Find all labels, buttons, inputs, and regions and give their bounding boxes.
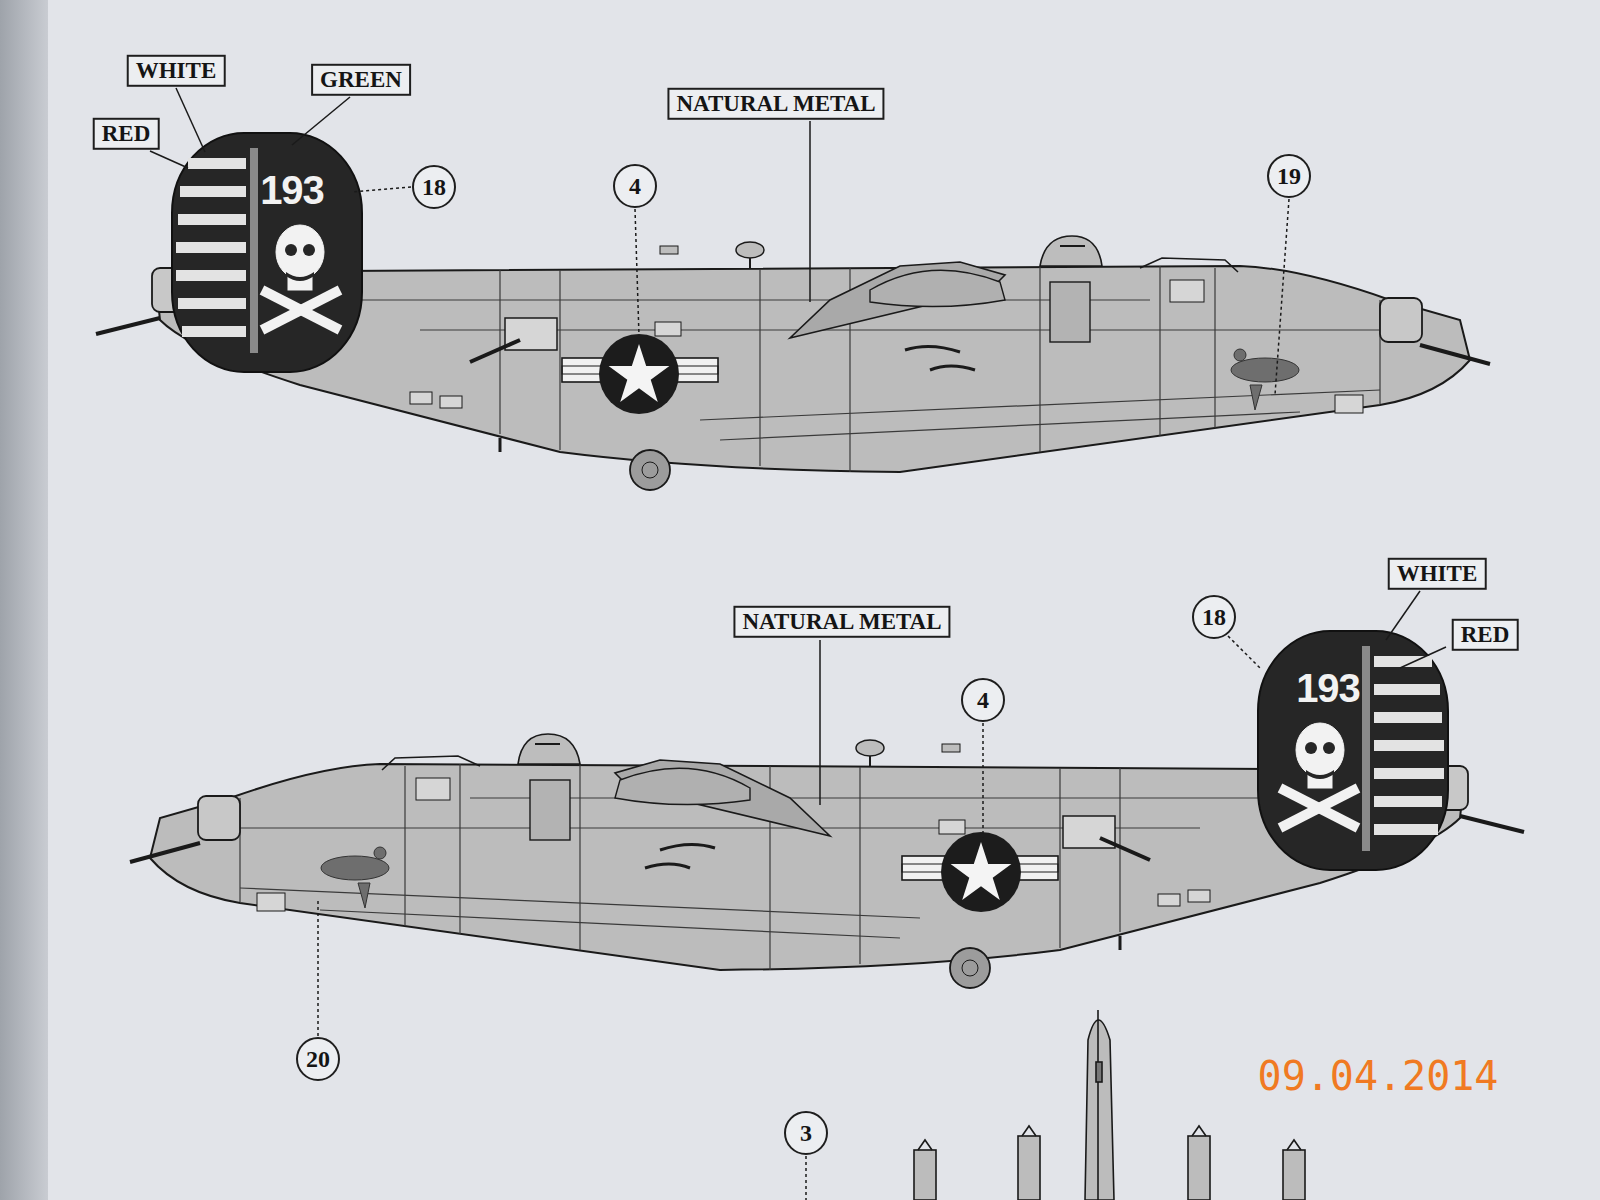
label-text: GREEN	[320, 67, 402, 92]
label-text: NATURAL METAL	[676, 91, 875, 116]
label-text: NATURAL METAL	[742, 609, 941, 634]
callout-number: 18	[1192, 595, 1236, 639]
label-text: 19	[1277, 163, 1301, 190]
tail-number: 193	[260, 168, 324, 213]
tail-number: 193	[1296, 666, 1360, 711]
callout-number: 20	[296, 1037, 340, 1081]
side-view-left	[96, 133, 1490, 490]
color-label: WHITE	[127, 55, 226, 87]
callout-number: 18	[412, 165, 456, 209]
callout-number: 19	[1267, 154, 1311, 198]
label-text: WHITE	[1397, 561, 1478, 586]
color-label: NATURAL METAL	[733, 606, 950, 638]
label-text: 20	[306, 1046, 330, 1073]
label-text: 18	[422, 174, 446, 201]
leader-lines	[150, 88, 1446, 1200]
side-view-right	[130, 631, 1524, 988]
color-label: WHITE	[1388, 558, 1487, 590]
label-text: 4	[977, 687, 989, 714]
label-text: 4	[629, 173, 641, 200]
top-view-partial	[914, 1010, 1305, 1200]
color-label: RED	[93, 118, 160, 150]
color-label: RED	[1452, 619, 1519, 651]
callout-number: 4	[613, 164, 657, 208]
callout-number: 3	[784, 1111, 828, 1155]
color-label: NATURAL METAL	[667, 88, 884, 120]
label-text: WHITE	[136, 58, 217, 83]
color-label: GREEN	[311, 64, 411, 96]
date-stamp: 09.04.2014	[1258, 1053, 1499, 1099]
callout-number: 4	[961, 678, 1005, 722]
label-text: 18	[1202, 604, 1226, 631]
label-text: RED	[102, 121, 151, 146]
label-text: 3	[800, 1120, 812, 1147]
label-text: RED	[1461, 622, 1510, 647]
